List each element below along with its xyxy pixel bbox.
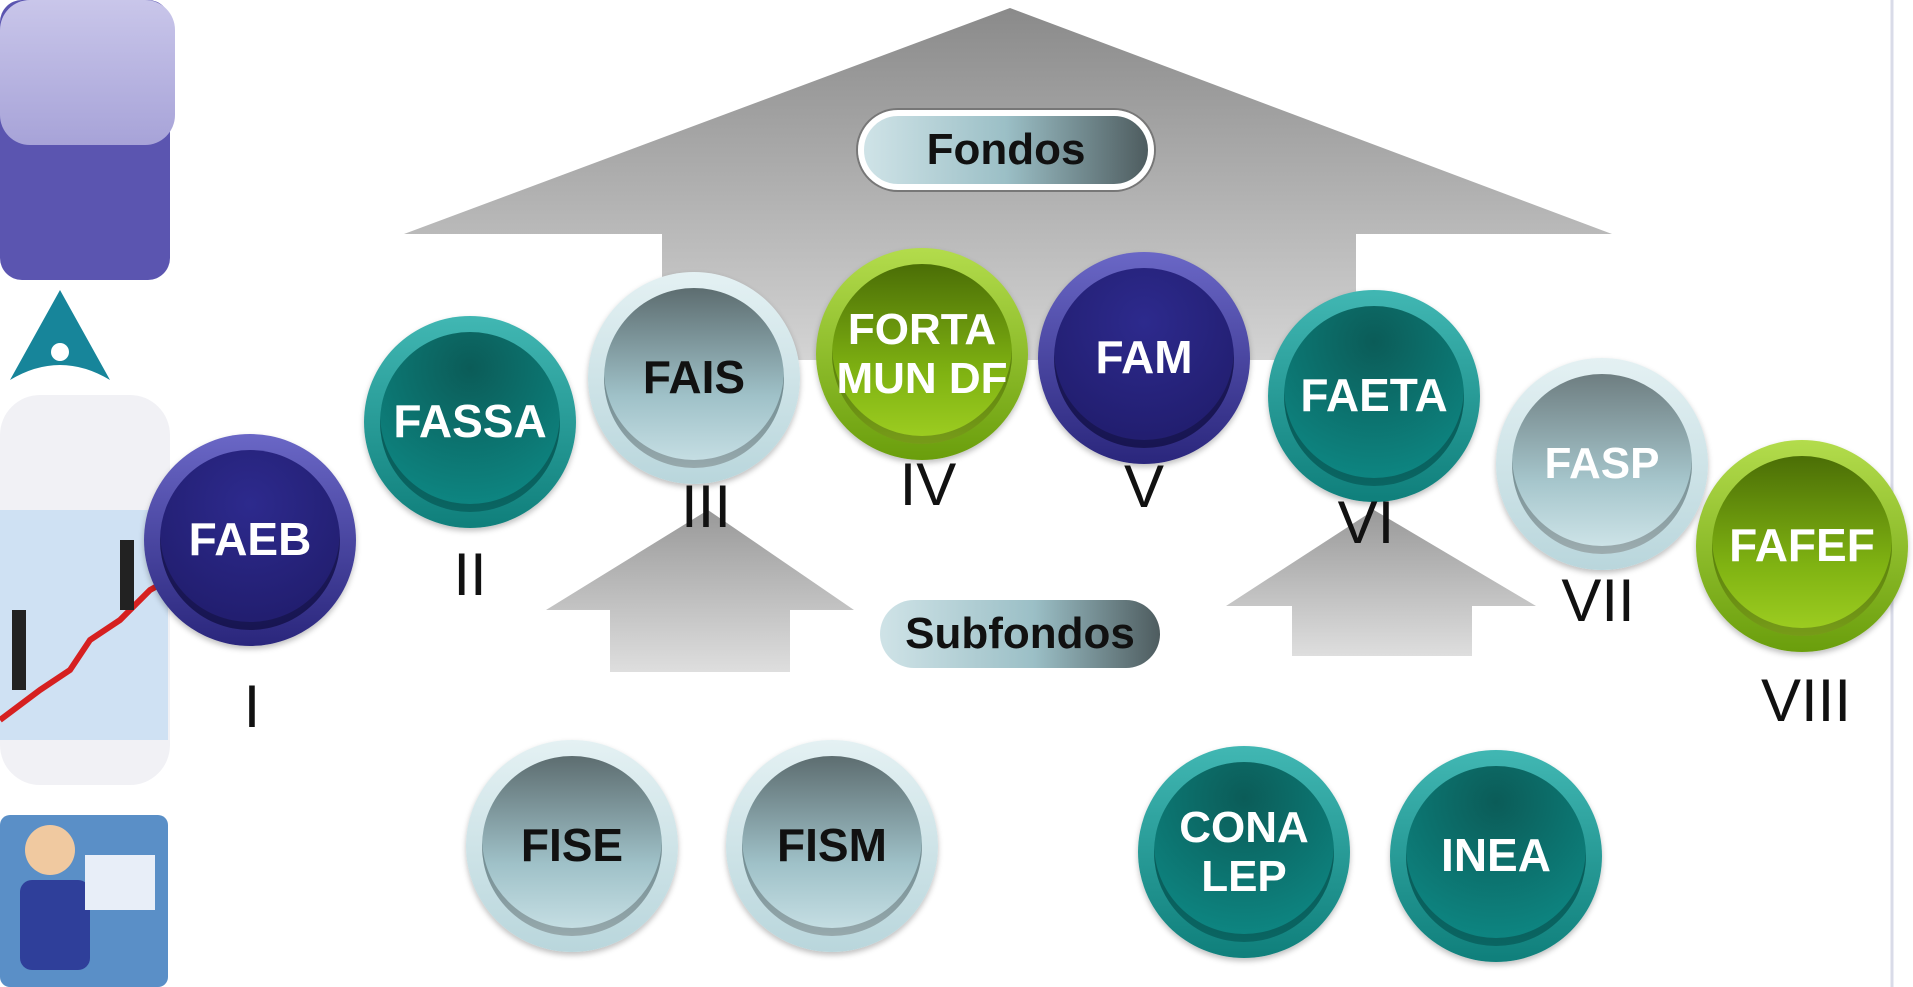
subfund-label: FISE	[482, 756, 662, 936]
subfund-circle: FISE	[466, 740, 678, 952]
subfund-circle: FISM	[726, 740, 938, 952]
subfund-circle: CONA LEP	[1138, 746, 1350, 958]
fund-label: FAETA	[1284, 306, 1464, 486]
fund-numeral: II	[453, 541, 487, 608]
subfondos-label-text: Subfondos	[905, 609, 1135, 658]
fund-numeral: III	[680, 473, 731, 540]
right-up-arrow	[1226, 510, 1536, 656]
fund-numeral: I	[243, 673, 261, 740]
subfondos-label: Subfondos	[880, 600, 1160, 668]
fund-circle: FAIS	[588, 272, 800, 484]
fund-label: FAEB	[160, 450, 340, 630]
fund-circle: FAFEF	[1696, 440, 1908, 652]
subfund-circle: INEA	[1390, 750, 1602, 962]
fund-circle: FAEB	[144, 434, 356, 646]
fund-numeral: IV	[899, 451, 957, 518]
fondos-label-text: Fondos	[926, 125, 1086, 174]
fund-label: FAFEF	[1712, 456, 1892, 636]
subfund-label: FISM	[742, 756, 922, 936]
subfund-label: CONA LEP	[1154, 762, 1334, 942]
fund-circle: FAM	[1038, 252, 1250, 464]
fund-label: FAM	[1054, 268, 1234, 448]
fund-circle: FASP	[1496, 358, 1708, 570]
fund-label: FASSA	[380, 332, 560, 512]
fund-circle: FAETA	[1268, 290, 1480, 502]
subfund-label: INEA	[1406, 766, 1586, 946]
fund-numeral: V	[1123, 453, 1165, 520]
sidebar-decoration	[0, 0, 175, 987]
fund-label: FORTA MUN DF	[832, 264, 1012, 444]
fund-circle: FASSA	[364, 316, 576, 528]
fund-numeral: VI	[1337, 489, 1395, 556]
left-up-arrow	[546, 510, 854, 672]
fund-label: FAIS	[604, 288, 784, 468]
fund-circle: FORTA MUN DF	[816, 248, 1028, 460]
fund-numeral: VII	[1561, 567, 1635, 634]
fondos-label: Fondos	[858, 110, 1154, 190]
fund-numeral: VIII	[1760, 667, 1852, 734]
fund-label: FASP	[1512, 374, 1692, 554]
